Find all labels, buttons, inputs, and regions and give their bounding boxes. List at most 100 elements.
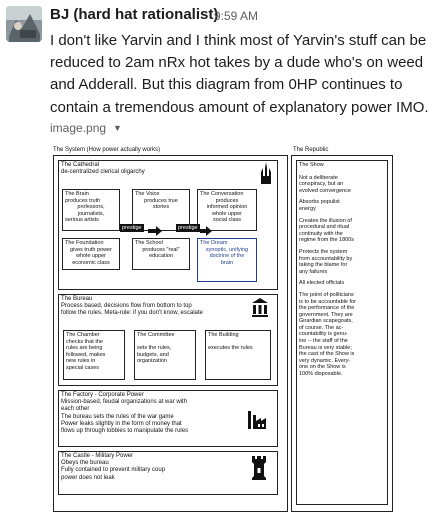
- cathedral-subtitle: de-centralized clerical oligarchy: [61, 169, 145, 176]
- factory-box: The Factory - Corporate Power Mission-ba…: [58, 390, 278, 447]
- show-line: 100% disposable.: [299, 371, 343, 378]
- message-line: and Adderall. But this diagram from 0HP …: [50, 76, 403, 94]
- dream-title: The Dream: [200, 240, 228, 246]
- show-line: very dynamic. Every-: [299, 357, 351, 364]
- show-line: regime from the 1800s: [299, 237, 355, 244]
- show-paragraph: Not a deliberate conspiracy, but an evol…: [299, 175, 385, 195]
- foundation-line: economic class: [72, 259, 110, 266]
- show-line: Protects the system: [299, 248, 348, 255]
- school-box: The School produces "real" education: [132, 238, 190, 270]
- attached-image[interactable]: The System (How power actually works) Th…: [50, 145, 395, 512]
- conversation-line: whole upper: [212, 210, 242, 217]
- show-line: continuity with the: [299, 230, 343, 237]
- show-paragraph: Absorbs populist energy: [299, 199, 385, 212]
- caret-down-icon[interactable]: ▼: [113, 123, 122, 133]
- message-body: I don't like Yarvin and I think most of …: [50, 30, 436, 119]
- show-line: The point of politicians: [299, 291, 354, 298]
- building-title: The Building: [208, 332, 239, 338]
- show-title: The Show: [299, 162, 324, 168]
- brain-line: professors,: [77, 204, 105, 211]
- dream-line: synoptic, unifying: [205, 246, 249, 253]
- show-line: Not a deliberate: [299, 174, 338, 181]
- chamber-line: special cases: [66, 364, 100, 371]
- chamber-line: followed, makes: [66, 351, 106, 358]
- show-line: conspiracy, but an: [299, 181, 344, 188]
- school-title: The School: [135, 240, 163, 246]
- show-line: Absorbs populist: [299, 199, 340, 206]
- conversation-box: The Conversation produces informed opini…: [197, 189, 257, 231]
- castle-box: The Castle - Military Power Obeys the bu…: [58, 451, 278, 495]
- factory-line: flows up through lobbies to manipulate t…: [61, 428, 189, 435]
- factory-line: The bureau sets the rules of the war gam…: [61, 413, 174, 420]
- show-line: countability is genu-: [299, 331, 348, 338]
- foundation-title: The Foundation: [65, 240, 104, 246]
- prestige-arrow-label: prestige: [120, 224, 144, 232]
- voice-title: The Voice: [135, 191, 160, 197]
- brain-line: journalists,: [77, 210, 105, 217]
- show-line: from accountability by: [299, 255, 353, 262]
- foundation-line: gives truth power: [70, 246, 112, 253]
- castle-icon: [251, 456, 267, 485]
- school-line: education: [149, 253, 173, 260]
- sender-name[interactable]: BJ (hard hat rationalist): [50, 6, 219, 23]
- castle-title: The Castle - Military Power: [61, 453, 134, 459]
- dream-line: doctrine of the: [209, 253, 245, 260]
- foundation-line: whole upper: [76, 253, 106, 260]
- show-line: energy: [299, 205, 316, 212]
- chamber-line: checks that the: [66, 338, 103, 345]
- prestige-arrow-label: prestige: [176, 224, 200, 232]
- committee-line: organization: [137, 358, 167, 365]
- show-line: Bureau is very stable;: [299, 344, 352, 351]
- message-timestamp[interactable]: 9:59 AM: [214, 9, 259, 23]
- brain-title: The Brain: [65, 191, 89, 197]
- republic-title: The Republic: [293, 147, 329, 153]
- show-paragraph: All elected officials: [299, 280, 385, 287]
- dream-box: The Dream synoptic, unifying doctrine of…: [197, 238, 257, 282]
- bureau-icon: [251, 297, 269, 322]
- attachment-header: image.png ▼: [50, 121, 122, 135]
- factory-line: Power leaks slightly in the form of mone…: [61, 420, 182, 427]
- bureau-title: The Bureau: [61, 296, 93, 302]
- show-line: Creates the illusion of: [299, 217, 352, 224]
- voice-line: stories: [152, 204, 170, 211]
- message-line: reduced to 2am nRx hot takes by a dude w…: [50, 54, 424, 72]
- castle-line: Fully contained to prevent military coup: [61, 467, 166, 474]
- voice-line: produces true: [144, 197, 178, 204]
- show-line: government. They are: [299, 311, 353, 318]
- factory-title: The Factory - Corporate Power: [61, 392, 144, 398]
- conversation-title: The Conversation: [200, 191, 244, 197]
- show-line: evolved convergence: [299, 187, 351, 194]
- committee-line: [137, 339, 193, 346]
- factory-line: Mission-based, feudal organizations at w…: [61, 399, 188, 406]
- chamber-box: The Chamber checks that the rules are be…: [63, 330, 125, 380]
- chamber-line: new rules in: [66, 358, 96, 365]
- brain-box: The Brain produces truth professors, jou…: [62, 189, 120, 231]
- avatar[interactable]: [6, 6, 42, 42]
- dream-line: brain: [220, 259, 234, 266]
- show-line: ine -- the staff of the: [299, 338, 348, 345]
- show-paragraph: The point of politicians is to be accoun…: [299, 292, 385, 378]
- attachment-name[interactable]: image.png: [50, 121, 107, 135]
- factory-icon: [247, 409, 269, 434]
- show-line: the cast of the Show is: [299, 351, 355, 358]
- show-line: any failures: [299, 268, 328, 275]
- cathedral-title: The Cathedral: [61, 162, 100, 168]
- bureau-line: Process based, decisions flow from botto…: [61, 303, 192, 310]
- factory-line: each other: [61, 406, 90, 413]
- brain-line: serious artists: [65, 217, 99, 224]
- cathedral-icon: [260, 162, 272, 189]
- chamber-title: The Chamber: [66, 332, 100, 338]
- castle-line: Obeys the bureau: [61, 460, 109, 467]
- message-line: I don't like Yarvin and I think most of …: [50, 32, 427, 49]
- brain-line: produces truth: [65, 197, 101, 204]
- building-line: executes the rules: [208, 345, 253, 352]
- show-line: All elected officials: [299, 280, 345, 287]
- committee-box: The Committee sets the rules, budgets, a…: [134, 330, 196, 380]
- committee-title: The Committee: [137, 332, 175, 338]
- message-line: contain a tremendous amount of explanato…: [50, 98, 429, 116]
- show-line: of course. The ac-: [299, 324, 344, 331]
- school-line: produces "real": [142, 246, 180, 253]
- conversation-line: informed opinion: [206, 204, 248, 211]
- conversation-line: social class: [212, 217, 242, 224]
- show-paragraph: Creates the illusion of procedural and r…: [299, 218, 385, 244]
